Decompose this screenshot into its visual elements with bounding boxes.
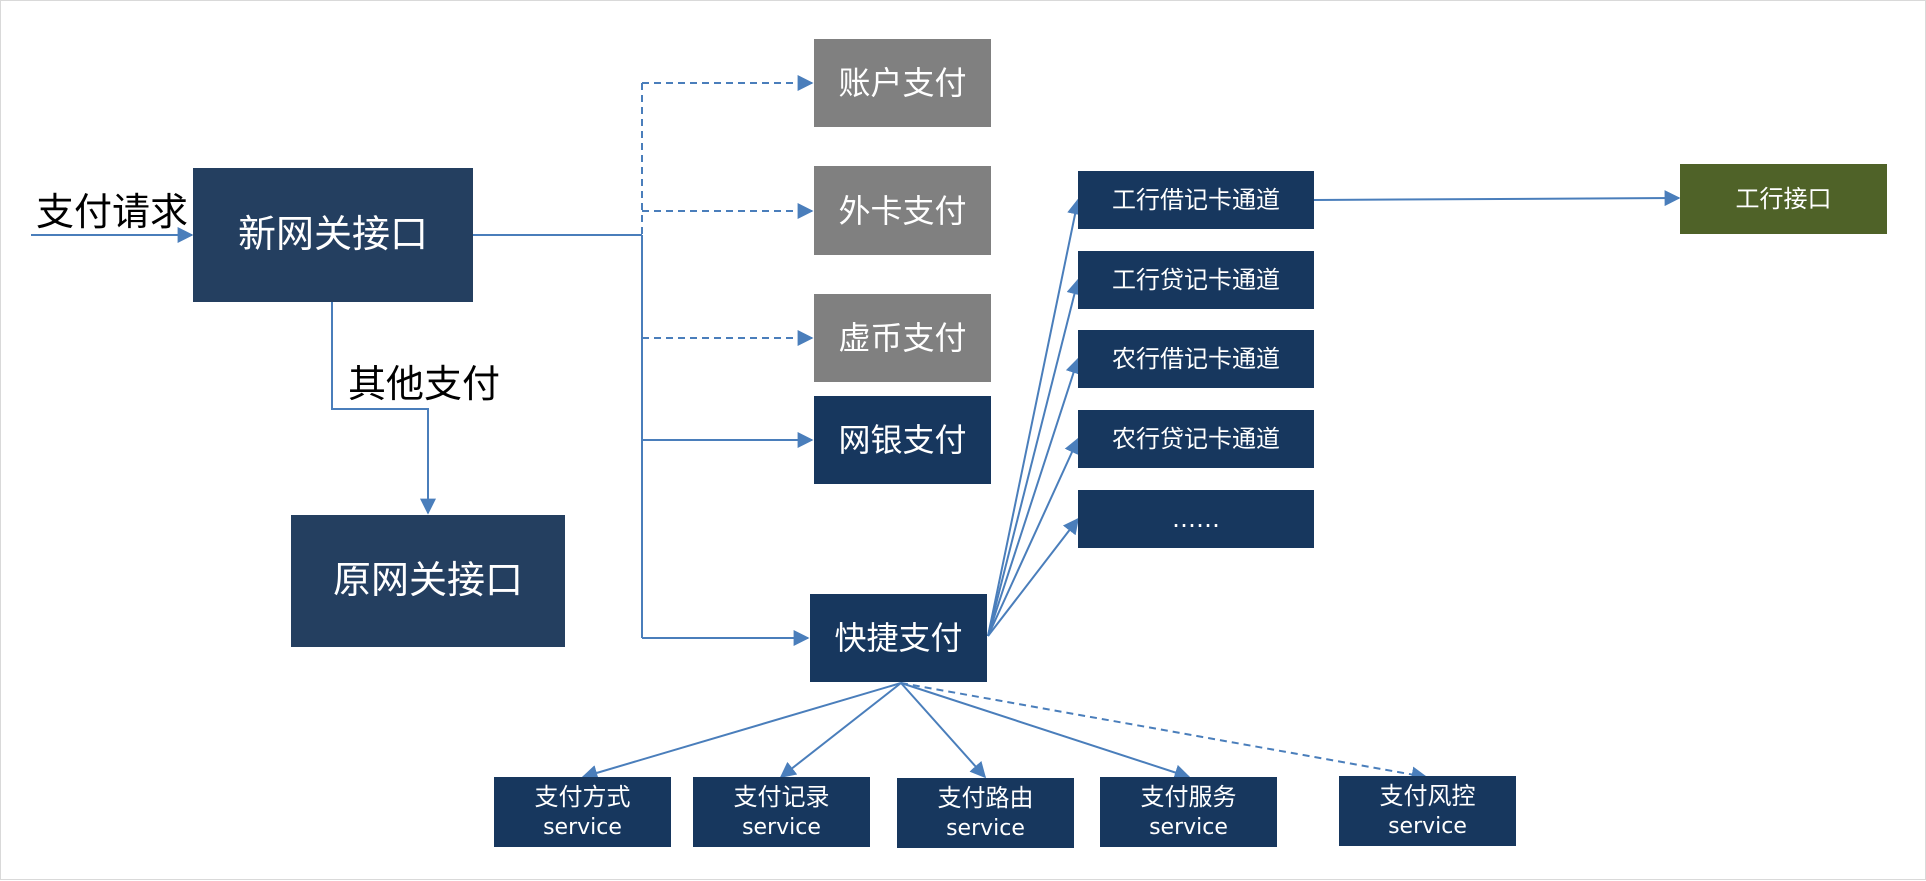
channel-arrow-2 bbox=[987, 278, 1083, 637]
service-suffix: service bbox=[946, 816, 1025, 842]
service-node-4: 支付服务 service bbox=[1100, 777, 1277, 847]
old-gateway-node: 原网关接口 bbox=[291, 515, 565, 647]
foreign-card-pay-node: 外卡支付 bbox=[814, 166, 991, 255]
service-name: 支付服务 bbox=[1140, 783, 1237, 812]
service-suffix: service bbox=[1149, 815, 1228, 841]
quick-pay-node: 快捷支付 bbox=[810, 594, 987, 682]
channel-arrow-4 bbox=[987, 437, 1080, 637]
online-bank-pay-node: 网银支付 bbox=[814, 396, 991, 484]
channel-arrow-1 bbox=[987, 198, 1083, 637]
service-name: 支付记录 bbox=[733, 783, 830, 812]
service-node-3: 支付路由 service bbox=[897, 778, 1074, 848]
pay-request-label: 支付请求 bbox=[36, 190, 189, 234]
service-node-2: 支付记录 service bbox=[693, 777, 870, 847]
abc-debit-channel-node: 农行借记卡通道 bbox=[1078, 330, 1314, 388]
other-pay-label: 其他支付 bbox=[348, 362, 501, 406]
service-arrow-1 bbox=[581, 682, 902, 781]
new-gateway-node: 新网关接口 bbox=[193, 168, 473, 302]
icbc-interface-node: 工行接口 bbox=[1680, 164, 1887, 234]
service-suffix: service bbox=[543, 815, 622, 841]
service-name: 支付方式 bbox=[534, 783, 631, 812]
service-arrow-4 bbox=[900, 682, 1191, 781]
service-arrow-5 bbox=[900, 682, 1428, 783]
more-channels-node: …… bbox=[1078, 490, 1314, 548]
service-name: 支付风控 bbox=[1379, 782, 1476, 811]
other-pay-arrow bbox=[331, 302, 436, 515]
abc-credit-channel-node: 农行贷记卡通道 bbox=[1078, 410, 1314, 468]
channel-arrow-3 bbox=[987, 357, 1082, 637]
service-suffix: service bbox=[742, 815, 821, 841]
service-node-5: 支付风控 service bbox=[1339, 776, 1516, 846]
service-node-1: 支付方式 service bbox=[494, 777, 671, 847]
service-arrow-2 bbox=[779, 682, 902, 778]
virtual-currency-pay-node: 虚币支付 bbox=[814, 294, 991, 382]
account-pay-node: 账户支付 bbox=[814, 39, 991, 127]
icbc-debit-channel-node: 工行借记卡通道 bbox=[1078, 171, 1314, 229]
service-name: 支付路由 bbox=[937, 784, 1034, 813]
service-arrow-3 bbox=[900, 682, 987, 779]
icbc-credit-channel-node: 工行贷记卡通道 bbox=[1078, 251, 1314, 309]
service-suffix: service bbox=[1388, 814, 1467, 840]
channel-arrow-5 bbox=[987, 517, 1079, 637]
icbc-interface-arrow bbox=[1313, 190, 1681, 207]
